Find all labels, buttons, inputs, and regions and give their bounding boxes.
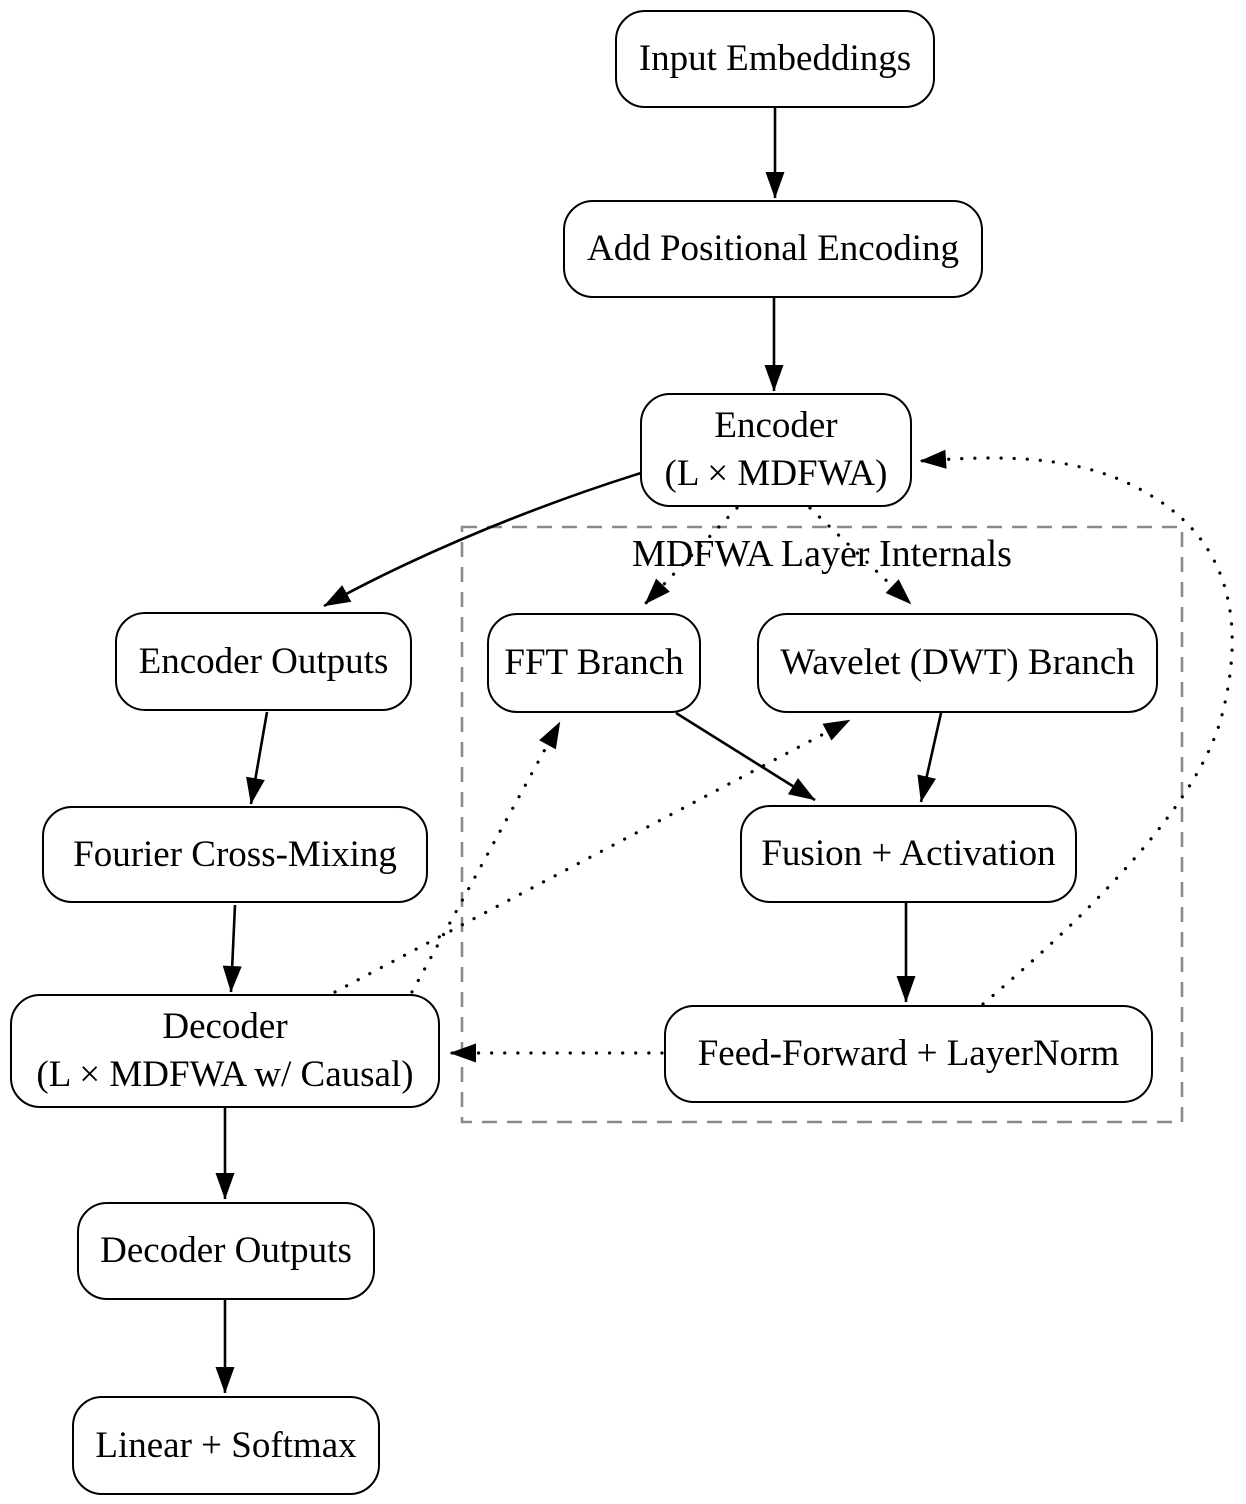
node-fourier-cross-mixing: Fourier Cross-Mixing <box>42 806 428 903</box>
node-label: Add Positional Encoding <box>586 228 960 269</box>
edge-wavelet-branch-to-fusion-activation <box>917 712 943 803</box>
node-decoder: Decoder (L × MDFWA w/ Causal) <box>10 994 440 1108</box>
node-label: Fusion + Activation <box>761 833 1056 874</box>
node-label: FFT Branch <box>504 642 684 683</box>
node-encoder-outputs: Encoder Outputs <box>115 612 412 711</box>
node-fusion-activation: Fusion + Activation <box>740 805 1077 903</box>
edge-decoder-to-wavelet-branch-dotted <box>333 718 852 994</box>
node-feed-forward-layernorm: Feed-Forward + LayerNorm <box>664 1005 1153 1103</box>
node-label: Encoder Outputs <box>138 640 389 682</box>
node-encoder: Encoder (L × MDFWA) <box>640 393 912 507</box>
edge-fft-branch-to-fusion-activation <box>675 711 816 802</box>
node-label: Feed-Forward + LayerNorm <box>697 1033 1120 1074</box>
edge-encoder-outputs-to-fourier-cross-mixing <box>246 711 269 805</box>
mdfwa-cluster-border <box>460 525 1184 1124</box>
node-label: Decoder Outputs <box>100 1230 352 1271</box>
node-label-line1: Encoder <box>714 405 838 446</box>
cluster-title: MDFWA Layer Internals <box>632 533 1012 575</box>
node-wavelet-branch: Wavelet (DWT) Branch <box>757 613 1158 713</box>
node-decoder-outputs: Decoder Outputs <box>77 1202 375 1300</box>
node-fft-branch: FFT Branch <box>487 613 701 713</box>
node-label: Linear + Softmax <box>95 1424 357 1466</box>
node-add-positional-encoding: Add Positional Encoding <box>563 200 983 298</box>
node-linear-softmax: Linear + Softmax <box>72 1396 380 1495</box>
edge-encoder-to-fft-branch-dotted <box>643 506 739 606</box>
node-label: Wavelet (DWT) Branch <box>780 642 1135 683</box>
node-input-embeddings: Input Embeddings <box>615 10 935 108</box>
node-label-line2: (L × MDFWA w/ Causal) <box>36 1054 414 1095</box>
node-label: Input Embeddings <box>638 38 912 79</box>
edge-fourier-cross-mixing-to-decoder <box>222 904 242 993</box>
edge-decoder-to-fft-branch-dotted <box>410 720 562 994</box>
edge-encoder-to-encoder-outputs <box>323 471 642 608</box>
node-label: Fourier Cross-Mixing <box>73 833 397 875</box>
node-label-line2: (L × MDFWA) <box>664 453 888 494</box>
node-label-line1: Decoder <box>162 1006 288 1047</box>
